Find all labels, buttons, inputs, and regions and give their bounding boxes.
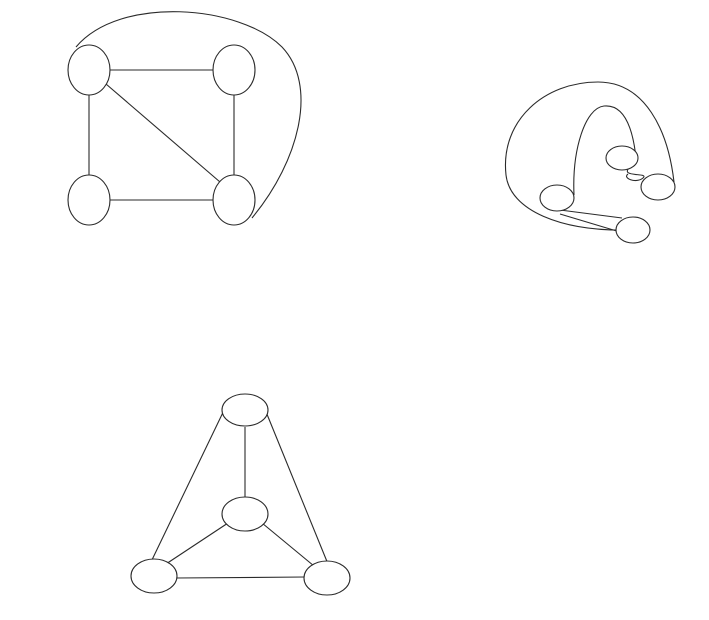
node-b3	[539, 184, 575, 212]
node-b1	[605, 145, 639, 171]
edge-b-outer-loop	[504, 81, 675, 231]
edge-b-inner-arch	[573, 105, 637, 196]
node-a3	[67, 174, 111, 226]
node-c1	[221, 393, 269, 427]
edge-b-squiggle	[626, 166, 645, 182]
graph-a	[67, 11, 302, 226]
edge-c2-c4	[261, 522, 315, 567]
edge-a1-a4-arc	[75, 11, 302, 219]
edge-b-low-1	[559, 209, 623, 219]
graph-c	[130, 393, 351, 596]
edge-c1-c3	[149, 401, 229, 565]
node-b4	[615, 216, 651, 244]
edge-c1-c4	[261, 401, 329, 565]
node-a4	[212, 174, 256, 226]
node-c4	[303, 560, 351, 596]
edge-c2-c3	[165, 522, 229, 565]
node-a2	[212, 44, 256, 96]
edge-b-low-2	[559, 213, 621, 233]
graph-b	[504, 81, 676, 244]
edge-c3-c4	[175, 576, 306, 579]
node-c2	[221, 496, 269, 532]
edge-a1-a4	[105, 83, 221, 183]
node-c3	[130, 558, 178, 594]
node-b2	[640, 173, 676, 201]
node-a1	[67, 44, 111, 96]
